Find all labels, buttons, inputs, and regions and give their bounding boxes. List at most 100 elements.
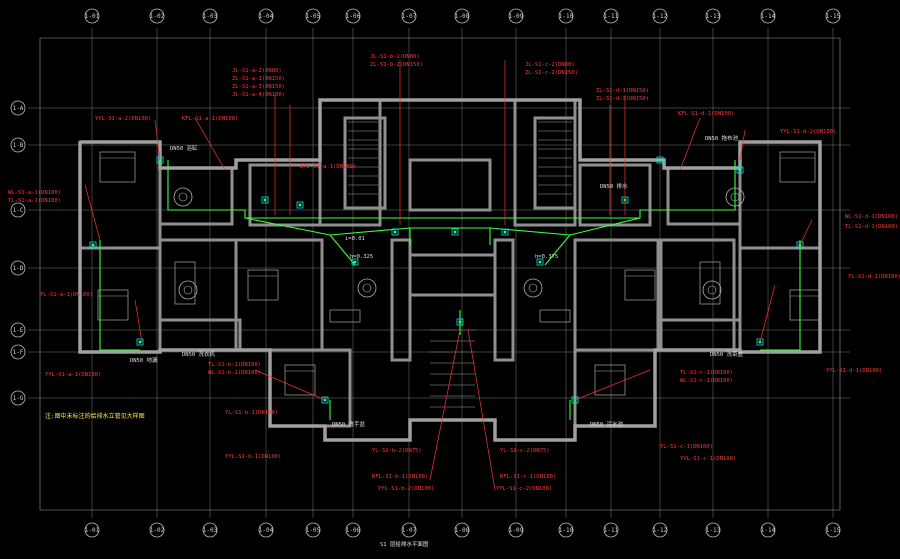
pipe-label: KFL-S1-c-1(DN100): [500, 474, 556, 480]
riser-dot: [91, 243, 95, 247]
pipe-label: ZL-S1-d-3(DN150): [596, 96, 649, 102]
axis-label-top: 1-09: [509, 13, 524, 20]
axis-bubble: [760, 522, 776, 538]
riser-box: [321, 396, 329, 404]
axis-label-top: 1-10: [559, 13, 574, 20]
axis-bubble: [10, 344, 26, 360]
pipe-label: YYL-S1-b-2(DN100): [378, 486, 434, 492]
axis-label-left: 1-D: [13, 265, 24, 272]
pipe-label: YL-S1-d-1(DN100): [848, 274, 900, 280]
axis-bubble: [149, 8, 165, 24]
wall-layer: [78, 98, 822, 442]
axis-label-top: 1-07: [402, 13, 417, 20]
axis-bubble: [345, 8, 361, 24]
leader-line: [134, 299, 143, 343]
axis-label-top: 1-05: [306, 13, 321, 20]
axis-bubble: [652, 8, 668, 24]
axis-label-bottom: 1-13: [706, 527, 721, 534]
axis-label-top: 1-15: [826, 13, 841, 20]
pipe-label: ZL-S1-b-2(DN150): [370, 62, 423, 68]
riser-box: [156, 156, 164, 164]
leader-line: [429, 329, 461, 481]
axis-label-bottom: 1-14: [761, 527, 776, 534]
axis-bubble: [603, 522, 619, 538]
riser-box: [536, 258, 544, 266]
axis-label-left: 1-A: [13, 105, 24, 112]
pipe-layer: [99, 160, 801, 420]
pipe-label: YL-S1-a-1(DN100): [40, 292, 93, 298]
leader-line: [194, 117, 226, 171]
dining-table: [173, 187, 193, 207]
axis-bubble: [508, 8, 524, 24]
pipe-label: WL-S1-c-1(DN100): [680, 378, 733, 384]
riser-dot: [738, 168, 742, 172]
riser-box: [756, 338, 764, 346]
riser-dot: [393, 230, 397, 234]
axis-label-left: 1-C: [13, 207, 24, 214]
axis-label-bottom: 1-15: [826, 527, 841, 534]
axis-label-left: 1-B: [13, 142, 24, 149]
riser-box: [571, 396, 579, 404]
bed: [247, 269, 279, 301]
axis-bubble: [258, 522, 274, 538]
pipe-label: ZL-S1-c-2(DN150): [525, 70, 578, 76]
pipe-label: YYL-S1-c-2(DN100): [496, 486, 552, 492]
pipe-label: TL-S1-a-1(DN100): [8, 198, 61, 204]
leader-line: [739, 129, 746, 161]
furniture-layer: [97, 151, 821, 396]
sofa: [539, 309, 571, 323]
label-layer: JL-S1-a-2(DN80)ZL-S1-a-1(DN150)ZL-S1-a-3…: [8, 54, 900, 492]
axis-bubble: [202, 522, 218, 538]
axis-label-left: 1-E: [13, 327, 24, 334]
pipe-label: YL-S1-b-2(DN75): [372, 448, 422, 454]
sofa: [699, 261, 721, 305]
water-pipe: [760, 240, 801, 351]
table-top: [528, 283, 538, 293]
fixture-label: DN50 洗衣机: [182, 350, 216, 358]
riser-box: [456, 318, 464, 326]
axis-label-left: 1-F: [13, 349, 24, 356]
table-top: [707, 285, 717, 295]
axis-label-bottom: 1-03: [203, 527, 218, 534]
axis-label-top: 1-14: [761, 13, 776, 20]
building-outline: [78, 98, 822, 442]
riser-dot: [138, 340, 142, 344]
axis-label-top: 1-04: [259, 13, 274, 20]
axis-bubble: [558, 8, 574, 24]
riser-box: [501, 228, 509, 236]
riser-box: [296, 201, 304, 209]
pipe-label: YL-S1-c-1(DN100): [660, 444, 713, 450]
fixture-label: DN50 排水: [600, 182, 628, 190]
pipe-label: YYL-S1-c-1(DN100): [680, 456, 736, 462]
riser-box: [391, 228, 399, 236]
axis-bubble: [603, 8, 619, 24]
axis-bubble: [149, 522, 165, 538]
water-pipe: [167, 160, 736, 219]
axis-bubble: [305, 522, 321, 538]
sofa: [329, 309, 361, 323]
riser-dot: [263, 198, 267, 202]
pipe-label: ZL-S1-d-1(DN150): [596, 88, 649, 94]
axis-bubble: [454, 8, 470, 24]
pipe-label: WL-S1-a-1(DN100): [8, 190, 61, 196]
pipe-label: WL-S1-d-1(DN100): [845, 214, 898, 220]
axis-label-bottom: 1-07: [402, 527, 417, 534]
pipe-label: TL-S1-b-1(DN100): [208, 362, 261, 368]
bed: [99, 151, 136, 183]
axis-bubble: [10, 202, 26, 218]
axis-bubble: [825, 522, 841, 538]
drawing-title: S1 层给排水平面图: [380, 540, 429, 548]
axis-bubble: [508, 522, 524, 538]
axis-bubble: [305, 8, 321, 24]
axis-bubble: [258, 8, 274, 24]
wall-outline: [408, 158, 492, 212]
dining-table: [523, 278, 543, 298]
pipe-label: WL-S1-b-1(DN100): [208, 370, 261, 376]
pipe-label: YYL-S1-a-1(DN100): [45, 372, 101, 378]
leader-line: [574, 369, 651, 401]
bed: [624, 269, 656, 301]
dining-table: [357, 278, 377, 298]
table-top: [178, 192, 188, 202]
riser-box: [736, 166, 744, 174]
water-pipe: [329, 234, 571, 266]
